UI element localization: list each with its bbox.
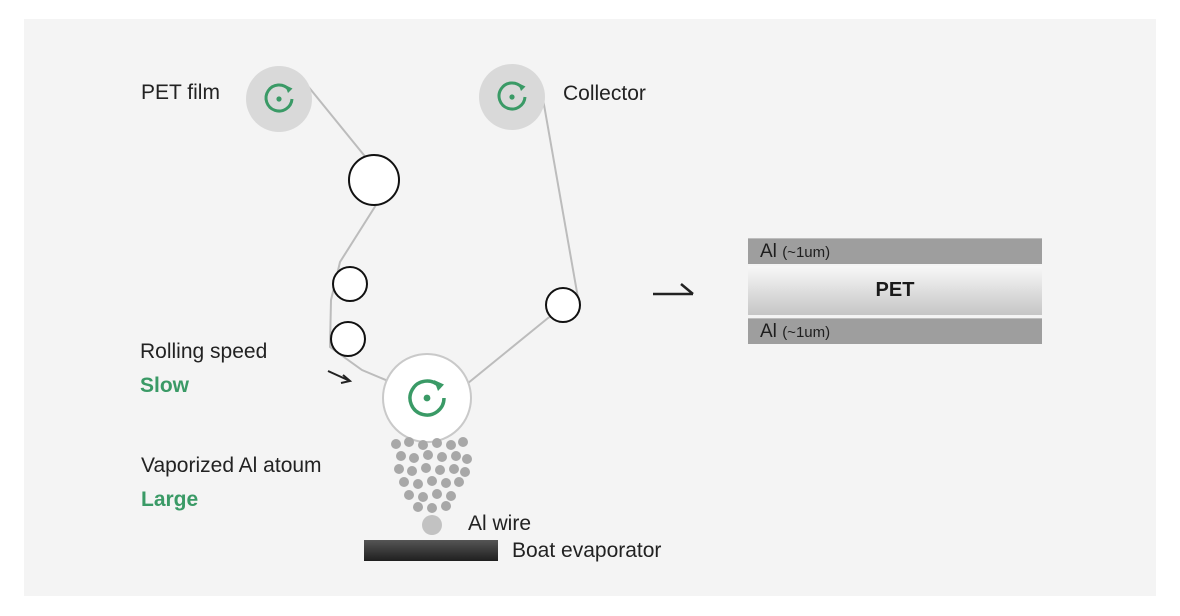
rolling-speed-value: Slow (140, 374, 190, 397)
boat-evaporator-label: Boat evaporator (512, 539, 662, 562)
boat-evaporator (364, 540, 498, 561)
rotate-icon (264, 83, 294, 113)
al-bottom-material: Al (760, 321, 783, 342)
vaporized-value: Large (141, 488, 199, 511)
vaporized-label: Vaporized Al atoum (141, 454, 322, 477)
collector-label: Collector (563, 82, 646, 105)
rotate-icon (408, 379, 446, 417)
arrow-down-right-icon (327, 370, 353, 384)
guide-roller (545, 287, 581, 323)
al-layer-top-label: Al (~1um) (760, 241, 830, 263)
rotate-icon (497, 81, 527, 111)
guide-roller (330, 321, 366, 357)
pet-layer: PET (748, 266, 1042, 315)
al-layer-top: Al (~1um) (748, 238, 1042, 264)
rolling-speed-label: Rolling speed (140, 340, 268, 363)
al-layer-bottom-label: Al (~1um) (760, 321, 830, 343)
collector-reel (479, 64, 545, 130)
al-layer-bottom: Al (~1um) (748, 318, 1042, 344)
coating-drum (382, 353, 472, 443)
guide-roller (332, 266, 368, 302)
al-wire (422, 515, 442, 535)
al-wire-label: Al wire (468, 512, 532, 535)
vapor-particles (391, 437, 472, 513)
al-bottom-thickness: (~1um) (782, 324, 831, 341)
pet-film-label: PET film (141, 81, 220, 104)
guide-roller (348, 154, 400, 206)
al-top-thickness: (~1um) (782, 244, 831, 261)
pet-film-reel (246, 66, 312, 132)
al-top-material: Al (760, 241, 783, 262)
arrow-right-icon (653, 283, 694, 296)
pet-layer-label: PET (875, 279, 915, 301)
